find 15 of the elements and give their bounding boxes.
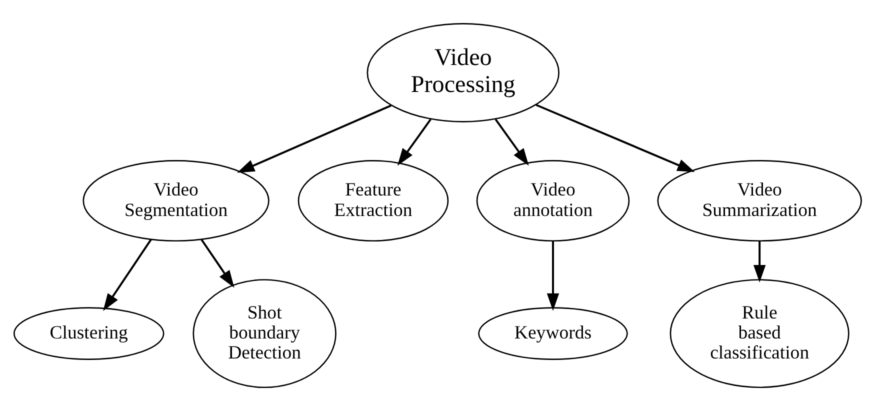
node-ellipse: Video annotation: [476, 159, 630, 242]
arrow: [753, 240, 766, 282]
node-ellipse: Feature Extraction: [298, 159, 449, 242]
arrow: [103, 238, 152, 310]
arrow: [494, 118, 529, 166]
node-ellipse: Clustering: [13, 306, 164, 360]
arrow: [397, 118, 432, 166]
arrow: [536, 103, 695, 172]
node-ellipse: Keywords: [478, 306, 628, 360]
arrow: [237, 104, 392, 172]
arrow: [200, 238, 234, 288]
node-ellipse: Rule based classification: [670, 278, 850, 388]
arrow: [546, 240, 560, 310]
node-ellipse: Video Processing: [366, 22, 560, 122]
node-ellipse: Shot boundary Detection: [192, 278, 336, 388]
